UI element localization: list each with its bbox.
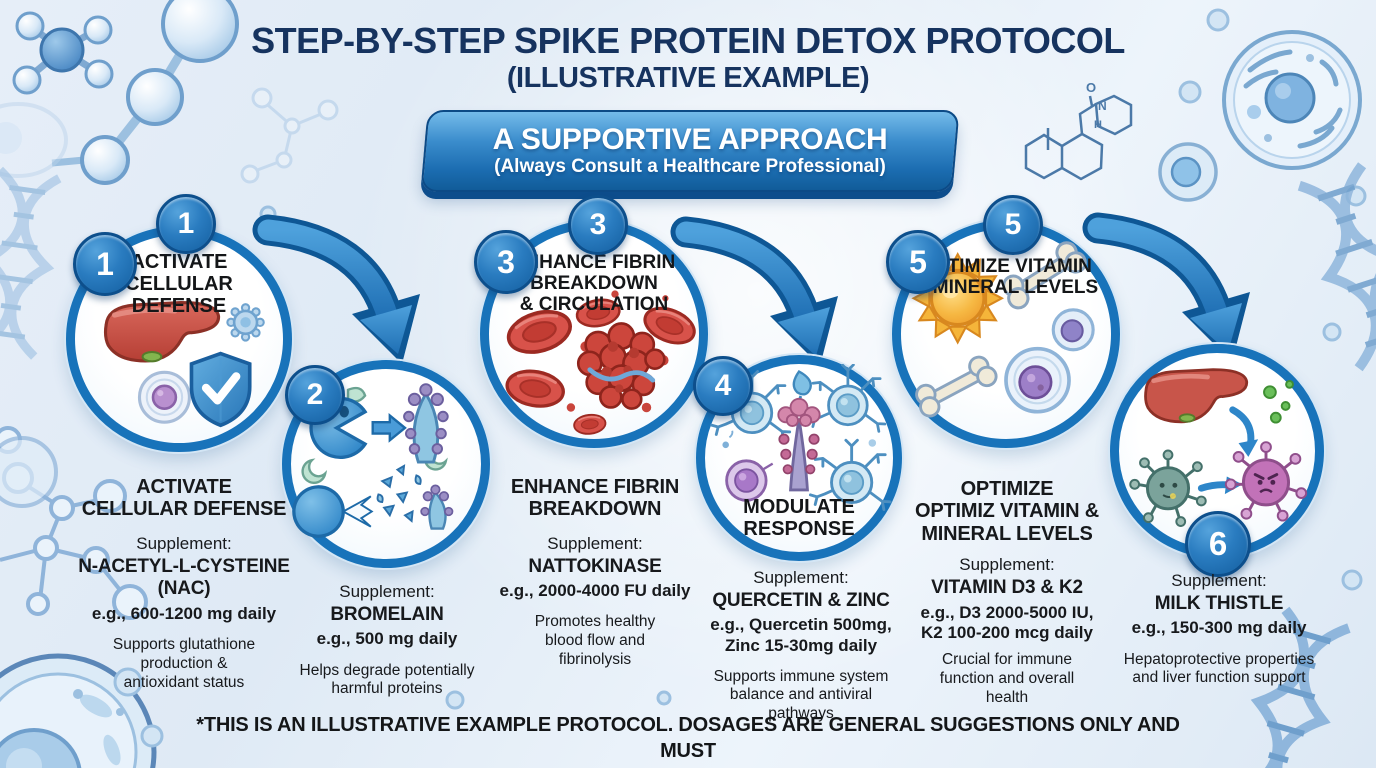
page-title: STEP-BY-STEP SPIKE PROTEIN DETOX PROTOCO… [251, 20, 1125, 61]
step-5-badge-side: 5 [886, 230, 950, 294]
banner-subheading: (Always Consult a Healthcare Professiona… [494, 155, 886, 177]
step-6-circle [1110, 344, 1324, 558]
step-1-dosage: e.g., 600-1200 mg daily [91, 603, 277, 623]
virus-icon [1224, 441, 1308, 522]
step-3-dosage: e.g., 2000-4000 FU daily [499, 581, 691, 601]
step-4-badge: 4 [693, 356, 753, 416]
step-6-dosage: e.g., 150-300 mg daily [1131, 618, 1307, 638]
step-6-illustration [1129, 368, 1308, 527]
step-4-description: Supports immune system balance and antiv… [713, 667, 889, 723]
dna-helix-icon [0, 166, 62, 360]
step-5-text: OPTIMIZE OPTIMIZ VITAMIN & MINERAL LEVEL… [892, 478, 1122, 707]
step-6-text: Supplement: MILK THISTLE e.g., 150-300 m… [1088, 571, 1350, 688]
atom-label-n: N [1098, 99, 1107, 113]
step-3-supplement-label: Supplement: [547, 533, 643, 553]
step-6-description: Hepatoprotective properties and liver fu… [1123, 650, 1315, 687]
step-4-dosage: e.g., Quercetin 500mg, Zinc 15-30mg dail… [710, 615, 892, 655]
gear-cell-icon [226, 303, 265, 342]
step-2-text: Supplement: BROMELAIN e.g., 500 mg daily… [272, 582, 502, 699]
step-1-heading: ACTIVATE CELLULAR DEFENSE [81, 476, 287, 521]
page-subtitle: (ILLUSTRATIVE EXAMPLE) [506, 62, 870, 94]
mast-cell-icon [777, 397, 821, 492]
toxin-dots-icon [1263, 379, 1294, 424]
step-4-supplement-label: Supplement: [753, 568, 849, 587]
step-1-description: Supports glutathione production & antiox… [112, 635, 256, 691]
step-4-supplement: QUERCETIN & ZINC [712, 590, 890, 612]
banner-heading: A SUPPORTIVE APPROACH [492, 123, 888, 157]
step-3-heading: ENHANCE FIBRIN BREAKDOWN [510, 476, 680, 521]
step-6-supplement-label: Supplement: [1171, 571, 1267, 590]
step-3-illustration [502, 290, 699, 437]
process-arrow-icon [371, 413, 407, 443]
step-1-circle-title: ACTIVATE CELLULAR DEFENSE [125, 251, 233, 317]
step-3-badge-side: 3 [474, 230, 538, 294]
protein-fragments-icon [722, 430, 877, 449]
flow-arrow-5-to-6 [1098, 228, 1250, 362]
step-4-circle: MODULATE RESPONSE [696, 355, 902, 561]
immune-cells-icon [725, 459, 774, 502]
virus-icon [1129, 449, 1207, 527]
step-4-circle-label: MODULATE RESPONSE [743, 496, 855, 540]
step-1-supplement-label: Supplement: [136, 533, 232, 553]
step-2-description: Helps degrade potentially harmful protei… [299, 661, 475, 698]
step-1-illustration [103, 301, 265, 428]
fibrin-clot-icon [576, 322, 666, 410]
step-5-supplement-label: Supplement: [959, 555, 1055, 575]
step-2-supplement-label: Supplement: [339, 582, 435, 601]
protein-fragments-icon [376, 464, 422, 523]
flow-arrow-3-to-4 [686, 232, 838, 366]
step-2-dosage: e.g., 500 mg daily [316, 629, 458, 649]
immune-cell-icon [137, 370, 191, 424]
step-2-badge: 2 [285, 365, 345, 425]
step-2-supplement: BROMELAIN [330, 604, 444, 626]
step-1-supplement: N-ACETYL-L-CYSTEINE (NAC) [78, 555, 290, 600]
step-3-badge: 3 [568, 195, 628, 255]
molecule-line-icon [240, 87, 339, 184]
step-3-description: Promotes healthy blood flow and fibrinol… [534, 613, 656, 669]
step-1-badge: 1 [156, 194, 216, 254]
step-4-text: Supplement: QUERCETIN & ZINC e.g., Querc… [686, 568, 916, 724]
shield-check-icon [189, 351, 252, 428]
cell-icon [1004, 308, 1095, 414]
liver-icon [103, 301, 221, 363]
step-6-supplement: MILK THISTLE [1154, 593, 1284, 615]
step-6-badge: 6 [1185, 511, 1251, 577]
step-1-text: ACTIVATE CELLULAR DEFENSE Supplement: N-… [48, 476, 320, 692]
step-5-dosage: e.g., D3 2000-5000 IU, K2 100-200 mcg da… [920, 602, 1094, 642]
step-5-supplement: VITAMIN D3 & K2 [931, 577, 1083, 599]
disclaimer: *THIS IS AN ILLUSTRATIVE EXAMPLE PROTOCO… [196, 714, 1180, 768]
spike-protein-icon [403, 383, 454, 530]
step-3-text: ENHANCE FIBRIN BREAKDOWN Supplement: NAT… [470, 476, 720, 670]
step-5-heading: OPTIMIZE OPTIMIZ VITAMIN & MINERAL LEVEL… [915, 478, 1099, 545]
step-3-supplement: NATTOKINASE [528, 555, 662, 577]
step-1-badge-side: 1 [73, 232, 137, 296]
step-4-illustration [710, 364, 893, 512]
cell-icon [0, 102, 68, 178]
step-5-description: Crucial for immune function and overall … [939, 650, 1075, 706]
approach-banner: A SUPPORTIVE APPROACH (Always Consult a … [420, 110, 960, 192]
atom-label-h: H [1094, 119, 1102, 131]
dna-helix-icon [1297, 162, 1376, 372]
step-5-badge: 5 [983, 195, 1043, 255]
liver-icon [1144, 368, 1249, 424]
